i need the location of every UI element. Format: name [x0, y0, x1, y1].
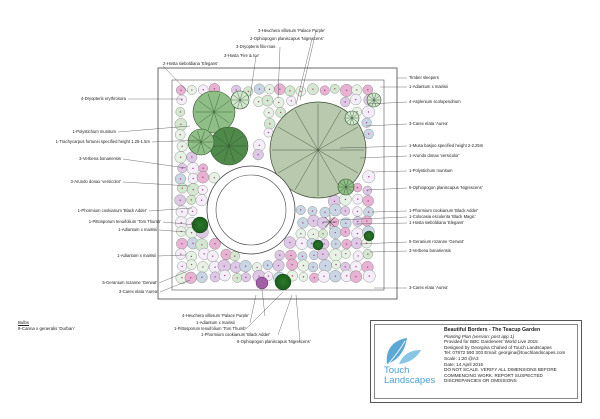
plan-line-provided: Provided for BBC Gardeners' World Live 2…: [444, 339, 538, 345]
title-block: Touch Landscapes Beautiful Borders - The…: [370, 320, 582, 403]
label-right-0: Timber sleepers: [409, 75, 439, 80]
fern-symbol: [337, 178, 355, 196]
label-left-6: 1-Pittosporum tenuifolium 'Tom Thumb': [89, 219, 161, 224]
label-top-0: 3-Heuchera villosum 'Palace Purple': [258, 28, 325, 33]
plan-line-scale: Scale: 1:20 @A3: [444, 355, 479, 361]
label-right-1: 1-Adiantum x mairisii: [409, 84, 448, 89]
plan-warning: DO NOT SCALE. VERIFY ALL DIMENSIONS BEFO…: [444, 367, 557, 384]
label-left-3: 3-Verbena bonariensis: [79, 156, 121, 161]
fern-symbol: [209, 126, 249, 166]
label-right-5: 1-Arundo donax 'versicolor': [409, 153, 460, 158]
label-bottom-0: 4-Heuchera villosum 'Palace Purple': [182, 313, 249, 318]
plan-subtitle: Planting Plan (version: post app 1): [444, 333, 515, 339]
label-left-5: 1-Phormium cookianum 'Black Adder': [78, 208, 148, 213]
label-bottom-1: 1-Adiantum x mairisii: [196, 320, 235, 325]
label-left-4: 3-Arundo donax 'versicolor': [71, 179, 122, 184]
label-left-1: 1-Polystichum munitum: [72, 129, 116, 134]
feature-plants: [187, 90, 382, 291]
label-left-9: 5-Geranium rozanne 'Gerwat': [102, 280, 157, 285]
label-right-8: 1-Phormium cookianum 'Black Adder': [409, 208, 479, 213]
label-right-10: 1-Hosta sieboldiana 'Elegans': [409, 220, 464, 225]
label-left-8: 1-Adiantum x mairisii: [117, 253, 156, 258]
label-right-2: 4-Asplenium scolopendrium: [409, 99, 461, 104]
fern-symbol: [192, 90, 236, 134]
leaf-logo-icon: [386, 338, 421, 364]
label-left-7: 1-Adiantum x mairisii: [118, 227, 157, 232]
label-right-13: 3-Carex elata 'Aurea': [409, 285, 448, 290]
label-top-2: 3-Dryopteris filix-mas: [236, 44, 275, 49]
fern-symbol: [187, 128, 215, 156]
central-circle: [206, 165, 296, 255]
phormium-symbol: [363, 230, 375, 242]
label-right-11: 5-Geranium rozanne 'Gerwat': [409, 239, 464, 244]
label-bottom-2: 1-Pittosporum tenuifolium 'Tom Thumb': [174, 326, 246, 331]
logo-word-touch: Touch: [384, 365, 410, 376]
label-leader-lines: [117, 30, 408, 343]
musa-symbol: [269, 101, 367, 199]
heuchera-symbol: [255, 276, 269, 290]
touch-landscapes-logo: Touch Landscapes: [377, 336, 437, 388]
label-left-10: 3-Carex elata 'Aurea': [119, 289, 158, 294]
plan-line-contact: Tel: 07872 590 303 Email: georgina@touch…: [444, 350, 566, 356]
bulbs-note: Bulbs 9-Canna x generalis 'Durban': [18, 320, 75, 332]
label-top-3: 3-Hosta 'Fire & Ice': [224, 53, 260, 58]
title-block-frame: [374, 324, 578, 399]
title-block-text: Beautiful Borders - The Teacup Garden Pl…: [444, 327, 574, 384]
plan-line-designer: Designed by Georgina Chahed of Touch Lan…: [444, 344, 552, 350]
phormium-symbol: [312, 239, 324, 251]
label-right-9: 1-Colocasia esculenta 'Black Magic': [409, 214, 476, 219]
plan-line-date: Date: 14 April 2015: [444, 361, 484, 367]
bulbs-item: 9-Canna x generalis 'Durban': [18, 326, 75, 331]
label-right-7: 6-Ophiopogon planiscapus 'Nigrescens': [409, 185, 483, 190]
label-top-1: 2-Ophiopogon planiscapus 'Nigrescens': [250, 36, 324, 41]
pittosporum-symbol: [274, 273, 292, 291]
plan-title: Beautiful Borders - The Teacup Garden: [444, 327, 541, 333]
label-top-4: 2-Hosta sieboldiana 'Elegans': [163, 61, 218, 66]
label-right-4: 1-Musa basjoo specified height 2-2.25m: [409, 143, 484, 148]
label-bottom-4: 6-Ophiopogon planiscapus 'Nigrescens': [237, 339, 311, 344]
bulbs-heading: Bulbs: [18, 320, 29, 325]
fern-symbol: [230, 90, 250, 110]
timber-sleeper-frame: [157, 67, 398, 300]
colocasia-symbol: [323, 215, 337, 229]
label-left-2: 1-Trachycarpus fortunei specified height…: [56, 139, 151, 144]
label-bottom-3: 1-Phormium cookianum 'Black Adder': [201, 332, 271, 337]
logo-word-landscapes: Landscapes: [384, 375, 436, 386]
label-right-6: 1-Polystichum munitum: [409, 168, 453, 173]
label-right-3: 3-Carex elata 'Aurea': [409, 121, 448, 126]
label-left-0: 4-Dryopteris erythrosora: [81, 96, 127, 101]
fern-symbol: [366, 92, 382, 108]
pittosporum-symbol: [191, 216, 209, 234]
label-right-12: 3-Verbena bonariensis: [409, 248, 451, 253]
fern-symbol: [344, 110, 360, 126]
